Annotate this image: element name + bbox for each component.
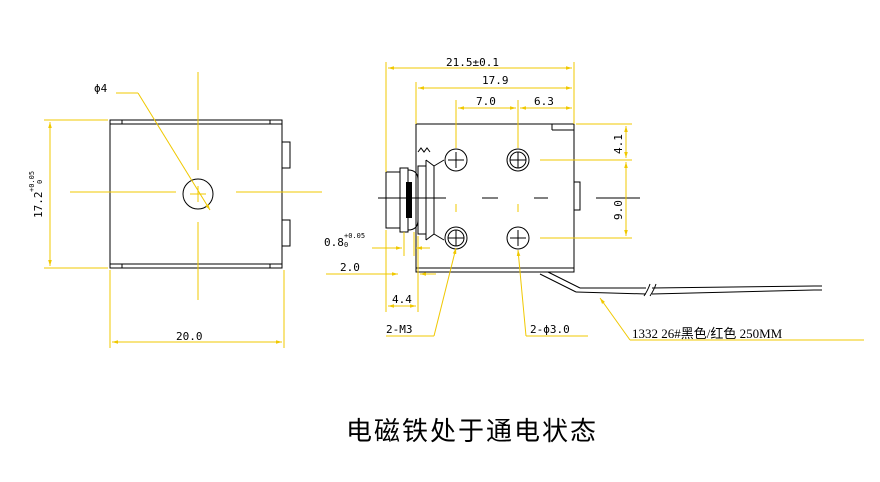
plunger-length-label: 4.4 <box>392 293 412 306</box>
front-body-outline <box>109 119 283 269</box>
front-right-tab-top <box>281 141 291 169</box>
hole-label: 2-ϕ3.0 <box>530 323 570 336</box>
front-right-tab-bottom <box>281 219 291 247</box>
side-right-tab <box>573 181 581 211</box>
shaft-gap-tol-lower: 0 <box>344 241 348 249</box>
front-height-tol-upper: +0.05 <box>28 171 36 192</box>
caption: 电磁铁处于通电状态 <box>346 417 598 447</box>
through-hole-bottom <box>506 226 530 250</box>
top-offset-label: 4.1 <box>612 134 625 154</box>
plunger <box>385 147 445 241</box>
front-hole-label: ϕ4 <box>94 82 108 95</box>
shaft-gap-label: 0.8 <box>324 236 344 249</box>
thread-hole-top <box>444 148 468 172</box>
wire-label: 1332 26#黑色/红色 250MM <box>632 326 783 341</box>
thread-hole-bottom <box>444 226 468 250</box>
through-hole-top <box>506 148 530 172</box>
vertical-spacing-label: 9.0 <box>612 200 625 220</box>
hole-spacing-right-label: 6.3 <box>534 95 554 108</box>
front-view: ϕ4 17.2 +0.05 0 20.0 <box>28 72 322 348</box>
thread-label: 2-M3 <box>386 323 413 336</box>
front-center-hole <box>182 178 214 210</box>
body-length-label: 17.9 <box>482 74 509 87</box>
lead-wire <box>539 271 822 297</box>
front-width-label: 20.0 <box>176 330 203 343</box>
hole-spacing-left-label: 7.0 <box>476 95 496 108</box>
front-height-tol-lower: 0 <box>36 180 44 184</box>
side-view: 21.5±0.1 17.9 7.0 6.3 4.1 9.0 0.8 +0.05 … <box>324 56 864 341</box>
plunger-offset-label: 2.0 <box>340 261 360 274</box>
overall-length-label: 21.5±0.1 <box>446 56 499 69</box>
shaft-gap-tol-upper: +0.05 <box>344 232 365 240</box>
front-height-label: 17.2 <box>32 192 45 219</box>
